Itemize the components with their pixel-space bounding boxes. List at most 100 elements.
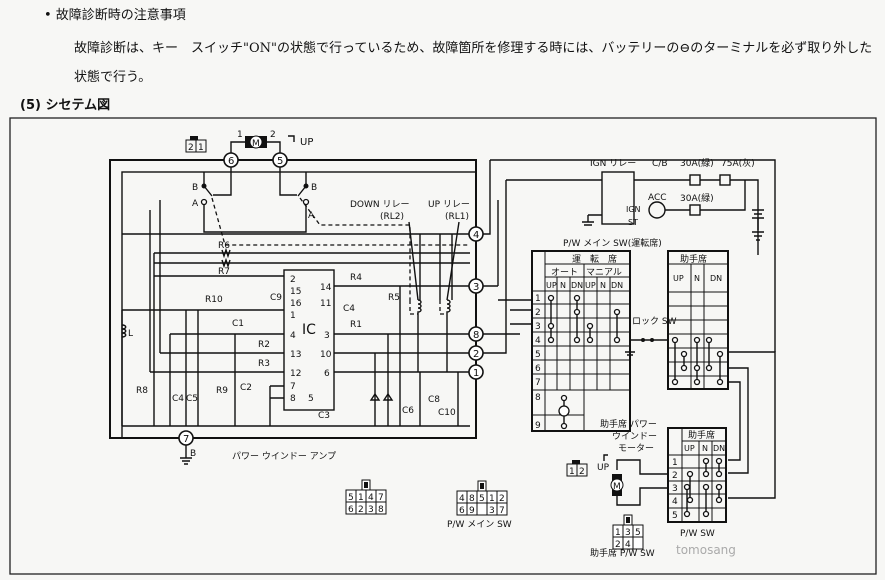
connector-pin: 8 (469, 494, 475, 504)
connector-pin: 8 (378, 505, 384, 515)
ic-label: IC (302, 322, 316, 338)
ic-pin: 15 (290, 287, 301, 297)
ic-pin: 4 (290, 331, 296, 341)
switch-label-a: A (308, 211, 315, 221)
driver-motor-connector: 2 1 (185, 136, 207, 153)
passenger-header: 助手席 (680, 253, 707, 265)
c4-right-label: C4 (343, 304, 355, 314)
ground-label: B (190, 449, 196, 459)
connector-pin: 1 (615, 528, 621, 538)
row: 9 (535, 421, 541, 431)
row: 7 (535, 378, 541, 388)
ignition-switch (648, 201, 666, 219)
connector-pin: 2 (615, 540, 621, 550)
st-label: ST (628, 218, 638, 227)
c9-label: C9 (270, 293, 282, 303)
connector-pin: 4 (625, 540, 631, 550)
ic-pin: 11 (320, 299, 331, 309)
terminal-label: 2 (473, 349, 479, 360)
connector-pin: 5 (635, 528, 641, 538)
connector-pin: 2 (188, 143, 194, 153)
switch-label-a: A (192, 199, 199, 209)
connector-pin: 3 (489, 506, 495, 516)
connector-pin: 1 (569, 467, 575, 477)
ign-relay (601, 171, 635, 225)
passenger-motor-up-label: UP (597, 463, 610, 473)
c3-label: C3 (318, 411, 330, 421)
motor-pin-1: 1 (237, 130, 243, 140)
passenger-motor-connector: 1 2 (566, 460, 588, 477)
ic-pin: 12 (290, 369, 301, 379)
notice-title: • 故障診断時の注意事項 (44, 8, 186, 23)
r8-label: R8 (136, 386, 148, 396)
col: UP (673, 274, 684, 283)
r3-label: R3 (258, 359, 270, 369)
c1-label: C1 (232, 319, 244, 329)
connector-pin: 9 (469, 506, 475, 516)
amp-inner-wire (121, 171, 477, 439)
row: 2 (535, 308, 541, 318)
battery-icon (752, 209, 764, 241)
passenger-motor-label-2: ウインドー (612, 431, 657, 442)
connector-pin: 2 (499, 494, 505, 504)
col: DN (571, 281, 583, 290)
main-sw-auto: オート (551, 267, 578, 278)
connector-pin: 6 (348, 505, 354, 515)
col: N (560, 281, 566, 290)
connector-pin: 1 (198, 143, 204, 153)
fuse1-label: 30A(緑) (680, 157, 714, 169)
row: 2 (672, 471, 678, 481)
terminal-label: 1 (473, 368, 479, 379)
main-sw-table: 運 転 席 オート マニアル UP N DN UP N DN 1 2 3 4 5… (498, 250, 631, 432)
c2-label: C2 (240, 383, 252, 393)
connector-pin: 1 (358, 493, 364, 503)
terminal-label: 5 (277, 156, 283, 167)
r9-label: R9 (216, 386, 228, 396)
up-relay-code: (RL1) (445, 212, 469, 222)
ic-pin: 8 (290, 394, 296, 404)
fuse-30a (689, 174, 701, 186)
ic-pin: 3 (324, 331, 330, 341)
connector-pin: 7 (499, 506, 505, 516)
connector-pin: 5 (348, 493, 354, 503)
c4-label: C4 (172, 394, 184, 404)
r4-label: R4 (350, 273, 362, 283)
c10-label: C10 (438, 408, 456, 418)
watermark: tomosang (676, 543, 736, 557)
passenger-sw-table: 助手席 UP N DN 1 2 3 4 5 (667, 427, 727, 523)
motor-up-label: UP (300, 137, 313, 148)
fuse2-label: 75A(灰) (721, 157, 755, 169)
switch-label-b: B (311, 183, 317, 193)
amp-right-terminals: 4 3 8 2 1 (122, 226, 484, 380)
passenger-sw-header: 助手席 (688, 429, 715, 441)
motor-symbol: M (613, 482, 621, 492)
fuse3-label: 30A(緑) (680, 192, 714, 204)
ic-pin: 10 (320, 350, 332, 360)
ign-label: IGN (626, 205, 641, 214)
ic-pin: 16 (290, 299, 302, 309)
connector-pin: 1 (489, 494, 495, 504)
col: UP (546, 281, 557, 290)
ic-pin: 14 (320, 283, 332, 293)
r5-label: R5 (388, 293, 400, 303)
connector-cell (496, 502, 508, 516)
section-title: (5) シセテム図 (20, 98, 111, 113)
terminal-label: 4 (473, 230, 479, 241)
main-sw-connector-label: P/W メイン SW (447, 520, 512, 530)
col: N (702, 444, 708, 453)
driver-motor: M 1 2 UP (230, 130, 313, 160)
connector-pin: 6 (459, 506, 465, 516)
c8-label: C8 (428, 395, 440, 405)
main-sw-driver-header: 運 転 席 (572, 253, 617, 265)
ic-pin: 2 (290, 275, 296, 285)
c5-label: C5 (186, 394, 198, 404)
row: 3 (672, 484, 678, 494)
switch-label-b: B (192, 183, 198, 193)
connector-pin: 2 (358, 505, 364, 515)
ic-chip (283, 269, 335, 411)
terminal-label: 8 (473, 330, 479, 341)
row: 3 (535, 322, 541, 332)
acc-label: ACC (648, 193, 667, 203)
